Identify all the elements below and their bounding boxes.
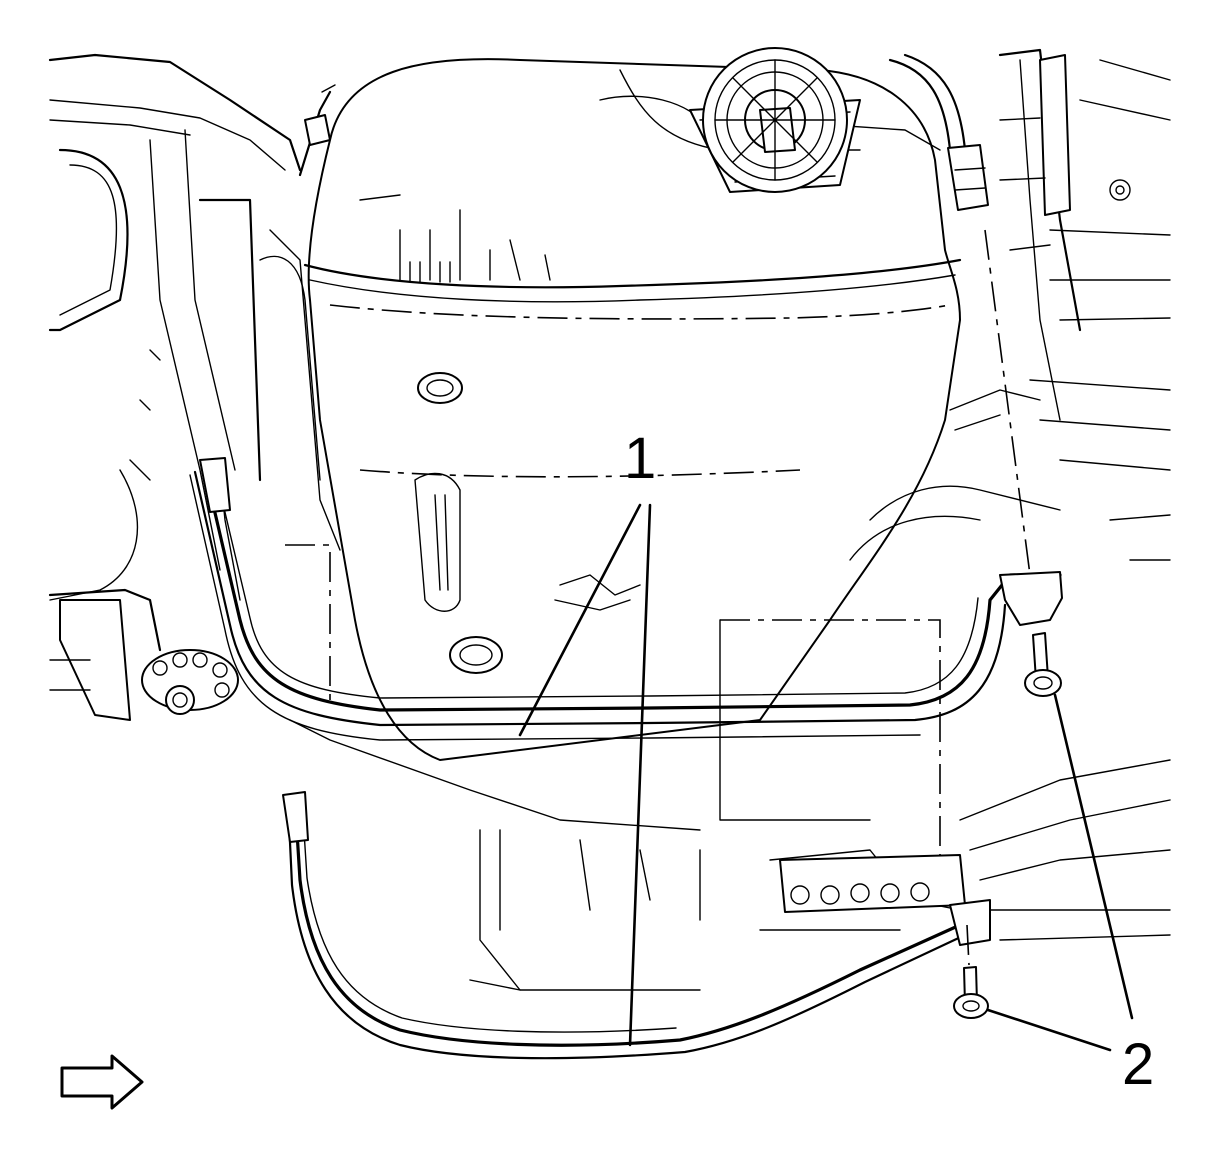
fuel-tank [303,58,962,761]
callout-leaders [518,503,1134,1052]
strap-bolt-right [984,229,1062,697]
lower-underbody [285,485,1171,991]
left-body-structure [48,53,341,721]
fuel-tank-strap-upper [189,457,1063,741]
tank-plug-upper [417,372,463,404]
fuel-tank-strap-lower [282,791,991,1060]
fuel-pump-module [689,47,861,193]
callout-label-strap: 1 [624,426,656,491]
right-body-structure [949,48,1171,561]
left-bushing [141,649,239,715]
right-arrow-outline-icon [60,1054,144,1110]
fuel-pipe-harness [298,53,989,211]
tank-plug-lower [449,636,503,674]
strap-bolt-lower [953,924,989,1019]
callout-label-bolt: 2 [1122,1032,1154,1097]
